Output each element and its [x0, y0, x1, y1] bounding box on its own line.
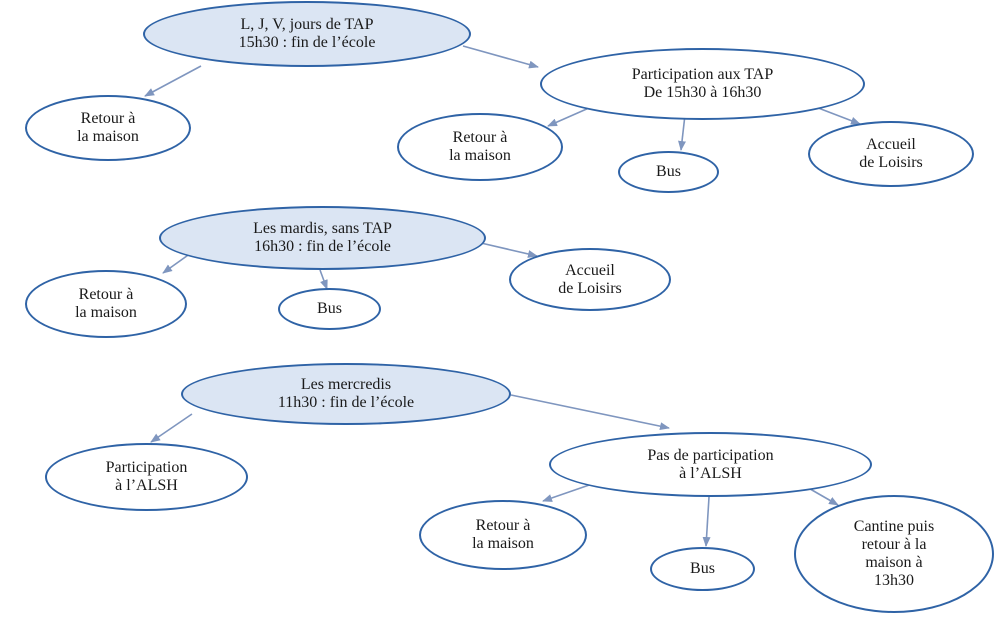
- node-participation-alsh: Participation à l’ALSH: [45, 443, 248, 511]
- arrow-mardis-to-retour_3: [162, 252, 192, 274]
- node-label: L, J, V, jours de TAP 15h30 : fin de l’é…: [238, 16, 376, 51]
- arrow-mardis-to-accueil_2: [480, 242, 538, 258]
- node-accueil-loisirs-1: Accueil de Loisirs: [808, 121, 974, 187]
- node-label: Pas de participation à l’ALSH: [647, 446, 774, 482]
- node-bus-2: Bus: [278, 288, 381, 330]
- node-label: Bus: [656, 163, 681, 180]
- node-retour-maison-2: Retour à la maison: [397, 113, 563, 181]
- node-bus-3: Bus: [650, 547, 755, 591]
- node-label: Les mercredis 11h30 : fin de l’école: [277, 376, 415, 411]
- node-bus-1: Bus: [618, 151, 719, 193]
- node-jours-tap: L, J, V, jours de TAP 15h30 : fin de l’é…: [143, 1, 471, 67]
- node-label: Retour à la maison: [449, 129, 511, 164]
- node-cantine-retour: Cantine puis retour à la maison à 13h30: [794, 495, 994, 613]
- node-label: Participation aux TAP De 15h30 à 16h30: [631, 66, 774, 101]
- node-label: Les mardis, sans TAP 16h30 : fin de l’éc…: [253, 220, 392, 255]
- arrow-mercredis-to-pas_participation: [510, 394, 670, 431]
- arrow-pas_participation-to-bus_3: [702, 496, 711, 547]
- arrow-pas_participation-to-retour_4: [542, 482, 596, 502]
- node-retour-maison-3: Retour à la maison: [25, 270, 187, 338]
- node-label: Participation à l’ALSH: [105, 459, 188, 494]
- node-label: Retour à la maison: [472, 517, 534, 552]
- node-label: Bus: [317, 300, 342, 317]
- node-label: Retour à la maison: [75, 286, 137, 321]
- node-mercredis: Les mercredis 11h30 : fin de l’école: [181, 363, 511, 425]
- node-retour-maison-4: Retour à la maison: [419, 500, 587, 570]
- arrow-jours_tap-to-participation_tap: [462, 45, 539, 69]
- node-label: Accueil de Loisirs: [859, 136, 923, 171]
- arrow-mercredis-to-participation_alsh: [150, 413, 193, 443]
- node-participation-tap: Participation aux TAP De 15h30 à 16h30: [540, 48, 865, 120]
- node-mardis: Les mardis, sans TAP 16h30 : fin de l’éc…: [159, 206, 486, 270]
- node-retour-maison-1: Retour à la maison: [25, 95, 191, 161]
- node-label: Cantine puis retour à la maison à 13h30: [853, 518, 935, 589]
- arrow-mardis-to-bus_2: [319, 269, 328, 290]
- node-label: Accueil de Loisirs: [558, 261, 622, 297]
- node-label: Bus: [690, 560, 715, 577]
- node-accueil-loisirs-2: Accueil de Loisirs: [509, 248, 671, 311]
- node-pas-participation-alsh: Pas de participation à l’ALSH: [549, 432, 872, 497]
- arrow-jours_tap-to-retour_1: [144, 65, 202, 97]
- node-label: Retour à la maison: [77, 110, 139, 145]
